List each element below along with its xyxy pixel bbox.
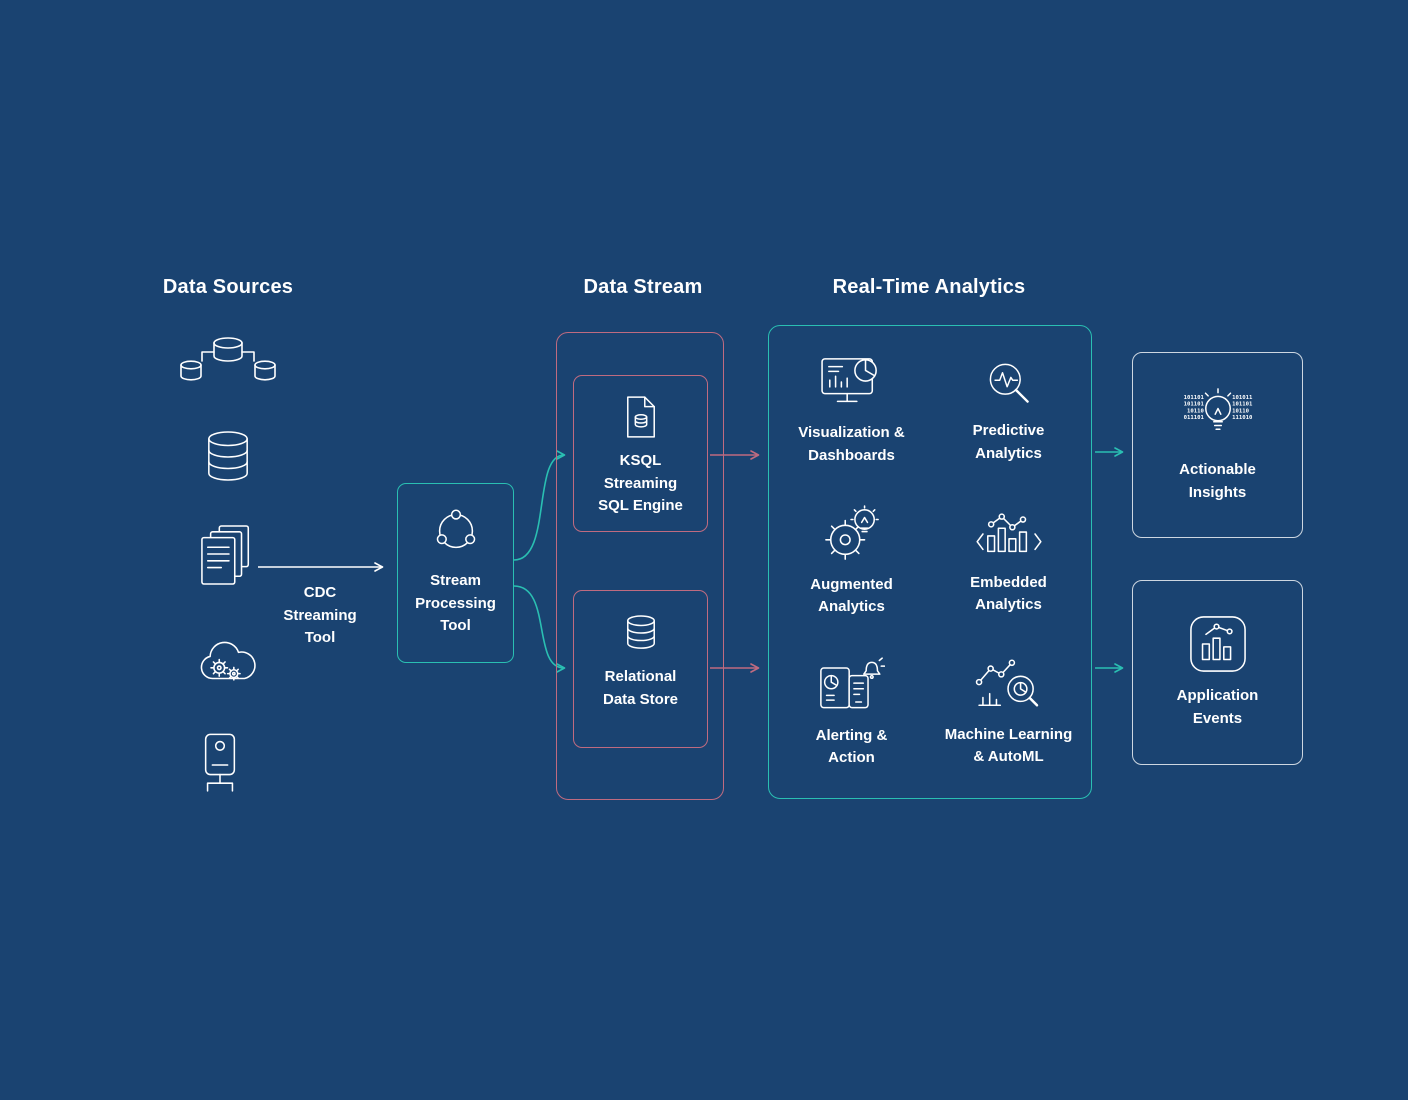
- actionable-insights-label: Actionable Insights: [1179, 461, 1256, 501]
- application-events-label: Application Events: [1176, 687, 1259, 727]
- relational-data-store-label: Relational Data Store: [602, 668, 679, 708]
- header-realtime-analytics: Real-Time Analytics: [832, 276, 1026, 298]
- analytics-item-alerting-action: Alerting & Action: [773, 637, 930, 788]
- database-cluster-icon: [180, 337, 276, 381]
- analytics-item-augmented-analytics: Augmented Analytics: [773, 487, 930, 638]
- machine-learning-automl-icon: [975, 659, 1038, 707]
- header-data-stream: Data Stream: [583, 276, 703, 298]
- embedded-analytics-icon: [975, 513, 1042, 553]
- ksql-streaming-sql-engine-label: KSQL Streaming SQL Engine: [598, 452, 683, 514]
- stream-processing-tool-node: Stream Processing Tool: [397, 483, 514, 663]
- analytics-item-label: Visualization & Dashboards: [798, 424, 905, 464]
- analytics-item-label: Predictive Analytics: [972, 422, 1045, 462]
- svg-text:10110: 10110: [1186, 408, 1204, 414]
- sql-document-icon: [626, 396, 655, 438]
- analytics-item-label: Augmented Analytics: [810, 575, 893, 616]
- svg-text:101101: 101101: [1232, 402, 1253, 408]
- svg-text:111010: 111010: [1232, 415, 1253, 421]
- stream-processing-tool-label: Stream Processing Tool: [415, 572, 496, 634]
- header-data-sources: Data Sources: [162, 276, 294, 298]
- analytics-item-label: Alerting & Action: [815, 726, 888, 767]
- server-icon: [204, 733, 236, 792]
- actionable-insights-node: 101101 101101 10110 011101 101011 101101…: [1132, 352, 1303, 538]
- augmented-analytics-icon: [824, 505, 879, 560]
- stream-processing-icon: [436, 509, 475, 549]
- svg-text:101011: 101011: [1232, 395, 1253, 401]
- cloud-gears-icon: [200, 641, 256, 681]
- actionable-insights-icon: 101101 101101 10110 011101 101011 101101…: [1183, 388, 1253, 430]
- cdc-streaming-tool-label: CDC Streaming Tool: [283, 584, 357, 646]
- relational-database-icon: [626, 615, 655, 649]
- analytics-item-visualization-dashboards: Visualization & Dashboards: [773, 336, 930, 487]
- svg-text:10110: 10110: [1232, 408, 1250, 414]
- ksql-streaming-sql-engine-node: KSQL Streaming SQL Engine: [573, 375, 708, 532]
- application-events-node: Application Events: [1132, 580, 1303, 765]
- svg-text:101101: 101101: [1183, 395, 1204, 401]
- analytics-item-predictive-analytics: Predictive Analytics: [930, 336, 1087, 487]
- alerting-action-icon: [819, 657, 885, 709]
- data-stream-container: [556, 332, 724, 800]
- realtime-analytics-container: Visualization & Dashboards Predictive An…: [768, 325, 1092, 799]
- analytics-item-machine-learning-automl: Machine Learning & AutoML: [930, 637, 1087, 788]
- application-events-icon: [1189, 616, 1246, 672]
- relational-data-store-node: Relational Data Store: [573, 590, 708, 748]
- svg-text:101101: 101101: [1183, 402, 1204, 408]
- analytics-item-embedded-analytics: Embedded Analytics: [930, 487, 1087, 638]
- analytics-item-label: Embedded Analytics: [970, 573, 1047, 614]
- visualization-dashboards-icon: [820, 358, 877, 403]
- predictive-analytics-icon: [989, 364, 1029, 404]
- documents-icon: [201, 525, 250, 585]
- analytics-item-label: Machine Learning & AutoML: [944, 725, 1073, 766]
- database-icon: [208, 431, 248, 481]
- svg-text:011101: 011101: [1183, 415, 1204, 421]
